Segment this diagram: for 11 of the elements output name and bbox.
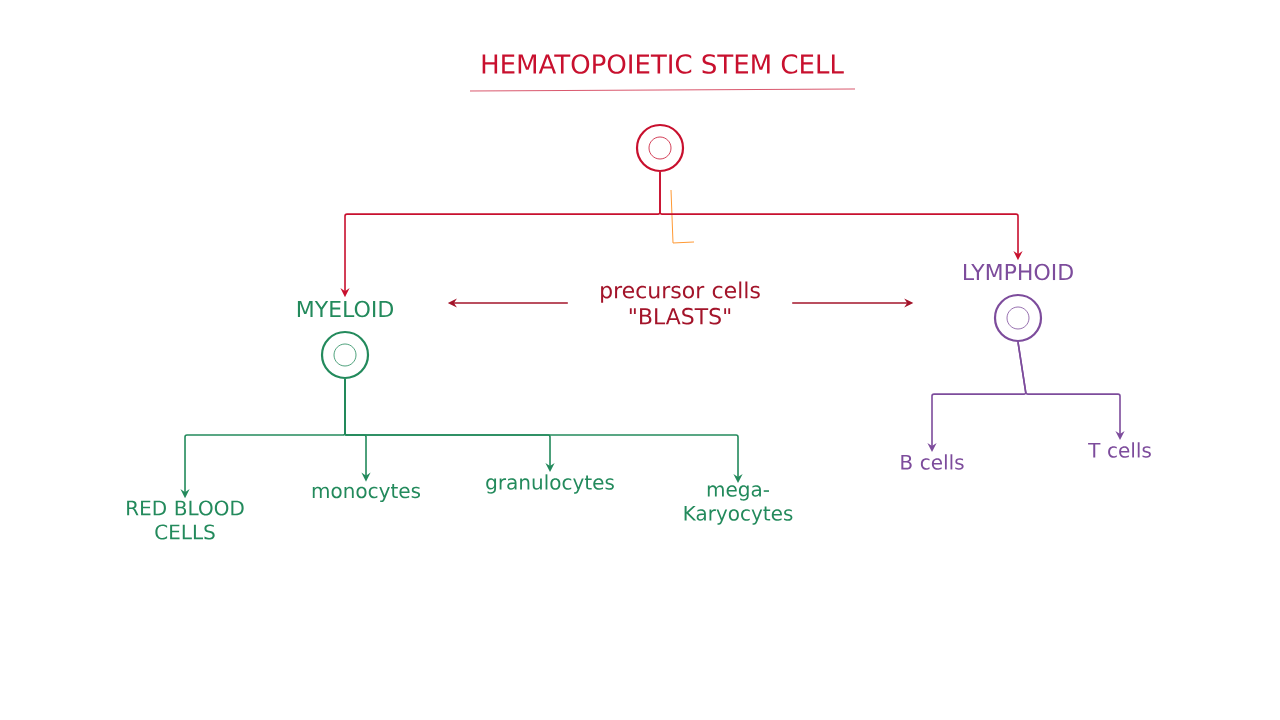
cell-type-label: B cells <box>901 454 964 470</box>
title: HEMATOPOIETIC STEM CELL <box>482 54 844 74</box>
cell-type-label: monocytes <box>312 483 421 503</box>
cell-with-heading: LYMPHOID <box>964 263 1073 343</box>
cell-type-label: T cells <box>1088 442 1151 458</box>
annotation-text: precursor cells "BLASTS" <box>601 281 760 325</box>
cell-with-heading: MYELOID <box>297 300 393 380</box>
cell-type-label: RED BLOOD CELLS <box>127 500 244 540</box>
stem-cell <box>635 123 685 173</box>
cell-type-label: mega- Karyocytes <box>684 485 793 525</box>
cell-type-label: granulocytes <box>486 474 614 494</box>
